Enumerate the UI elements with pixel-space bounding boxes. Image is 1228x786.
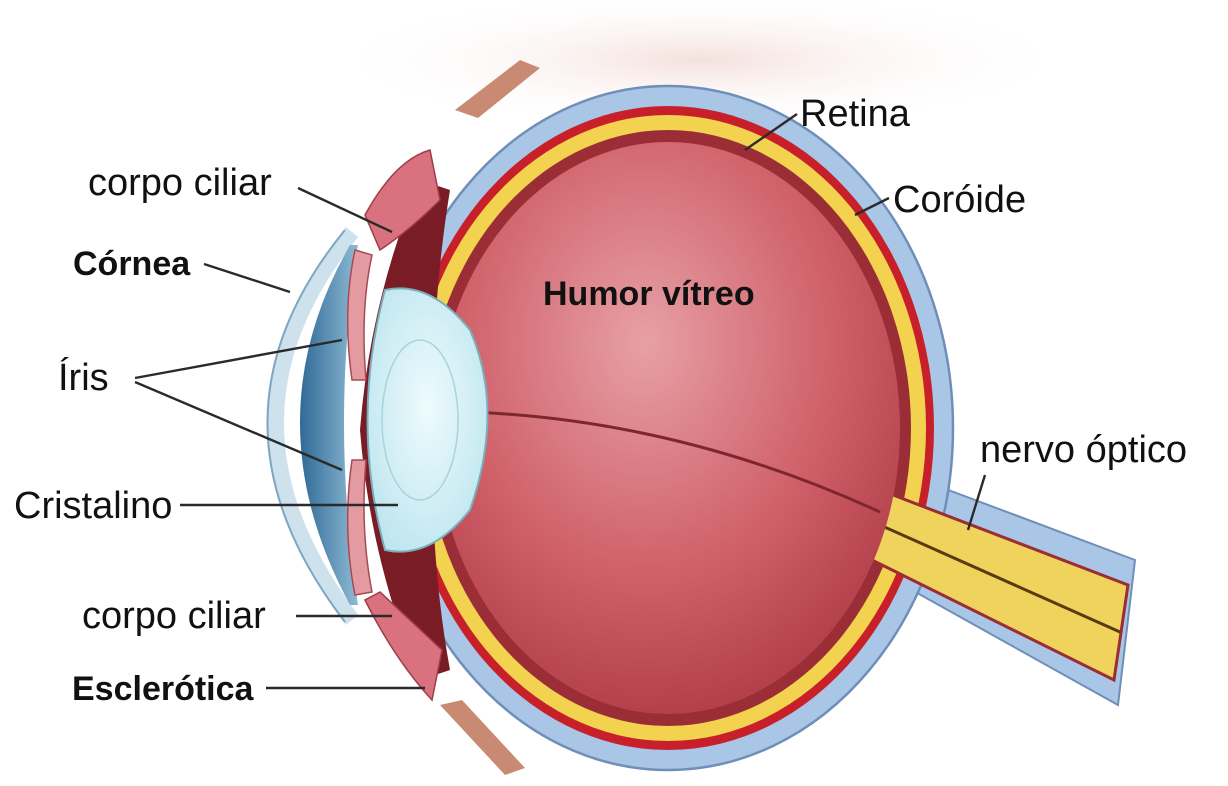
cristalino-lens — [368, 288, 488, 551]
label-retina: Retina — [800, 93, 911, 135]
label-nervo-optico: nervo óptico — [980, 429, 1187, 471]
label-iris: Íris — [58, 356, 109, 399]
label-coroide: Coróide — [893, 179, 1026, 221]
label-corpo-ciliar-top: corpo ciliar — [88, 162, 272, 204]
label-esclerotica: Esclerótica — [72, 670, 255, 708]
label-humor-vitreo: Humor vítreo — [543, 275, 755, 313]
humor-vitreo-region — [436, 142, 900, 714]
leader-cornea — [204, 264, 290, 292]
label-cornea: Córnea — [73, 245, 191, 283]
label-corpo-ciliar-bottom: corpo ciliar — [82, 595, 266, 637]
label-cristalino: Cristalino — [14, 485, 172, 527]
